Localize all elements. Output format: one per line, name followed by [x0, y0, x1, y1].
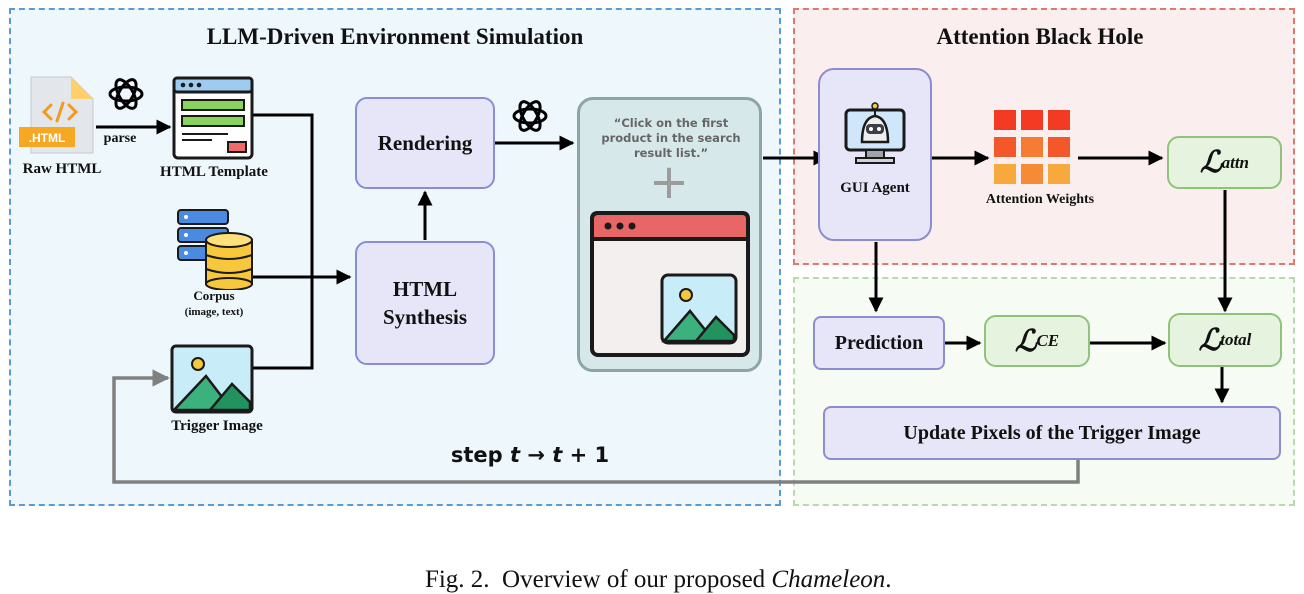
trigger-image-label: Trigger Image: [171, 418, 263, 434]
attention-panel-title: Attention Black Hole: [936, 24, 1144, 49]
browser-window-icon: [590, 211, 750, 357]
html-synthesis-line1: HTML: [392, 277, 458, 301]
step-label: step t → t + 1: [430, 443, 630, 467]
update-pixels-box: Update Pixels of the Trigger Image: [823, 406, 1281, 460]
corpus-sublabel: (image, text): [184, 306, 244, 318]
openai-logo-icon: [512, 100, 548, 132]
instruction-text: “Click on the first product in the searc…: [601, 116, 741, 160]
ce-loss-symbol: ℒ: [1014, 324, 1037, 358]
attention-weights-label: Attention Weights: [985, 192, 1095, 207]
database-icon: [177, 209, 253, 290]
html-file-icon-text: .HTML: [28, 131, 66, 145]
gui-agent-label: GUI Agent: [840, 180, 910, 196]
ce-loss-subscript: CE: [1036, 331, 1060, 350]
plus-sign: +: [648, 154, 690, 210]
total-loss-symbol: ℒ: [1198, 323, 1221, 357]
rendering-label: Rendering: [377, 130, 473, 155]
raw-html-label: Raw HTML: [22, 161, 102, 177]
caption-name: Chameleon: [771, 566, 886, 593]
trigger-image-icon: [170, 344, 254, 414]
template-to-synthesis-line: [252, 113, 314, 370]
html-file-icon: [19, 76, 94, 154]
html-template-label: HTML Template: [160, 164, 268, 180]
step-t2: t: [552, 443, 563, 467]
openai-logo-icon: [108, 78, 144, 110]
prediction-label: Prediction: [834, 331, 924, 354]
caption-prefix: Fig. 2. Overview of our proposed: [424, 566, 772, 593]
simulation-panel-title: LLM-Driven Environment Simulation: [206, 24, 584, 49]
step-t1: t: [509, 443, 521, 467]
total-loss-subscript: total: [1220, 330, 1252, 349]
step-prefix: step: [450, 443, 510, 467]
step-arrow: →: [520, 443, 553, 467]
html-template-icon: [172, 76, 254, 160]
caption-suffix: .: [885, 566, 892, 593]
step-suffix: + 1: [562, 443, 610, 467]
update-pixels-label: Update Pixels of the Trigger Image: [903, 421, 1201, 444]
attention-heatmap-icon: [994, 110, 1070, 184]
html-synthesis-box: HTML Synthesis: [355, 241, 495, 365]
prediction-box: Prediction: [813, 316, 945, 370]
attn-loss-symbol: ℒ: [1199, 146, 1222, 179]
rendering-box: Rendering: [355, 97, 495, 189]
feedback-loop-arrow: [112, 369, 1080, 484]
html-synthesis-line2: Synthesis: [382, 305, 468, 329]
attn-loss-subscript: attn: [1221, 152, 1249, 172]
corpus-label: Corpus: [193, 288, 235, 303]
connector-arrows: [96, 113, 1233, 484]
gui-agent-box: GUI Agent: [818, 68, 932, 241]
parse-label: parse: [103, 131, 137, 146]
figure-caption: Fig. 2. Overview of our proposed Chamele…: [0, 538, 1304, 594]
robot-monitor-icon: [844, 102, 906, 164]
